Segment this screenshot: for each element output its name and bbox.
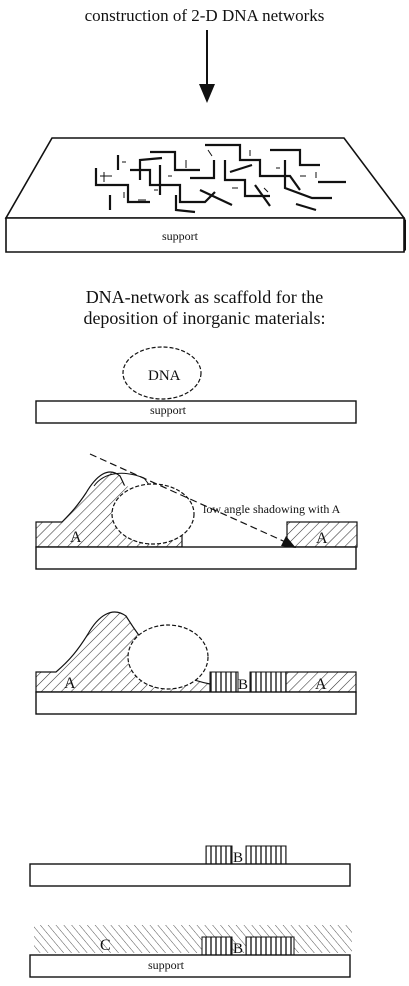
construction-title: construction of 2-D DNA networks [84,6,325,25]
support-label-1: support [162,229,199,243]
dna-network [94,143,346,214]
material-a-label-3: A [64,675,76,692]
material-b-label-3: B [233,941,243,957]
material-a-label-2: A [316,530,328,547]
material-a-label-4: A [315,676,327,693]
step-deposition-b: A B A [35,611,357,715]
network-slab: support [4,137,406,253]
step-deposition-c: C B support [29,925,352,978]
material-a-label-1: A [70,529,82,546]
scaffold-heading-line2: deposition of inorganic materials: [83,308,326,328]
support-label-2: support [150,403,187,417]
support-label-3: support [148,958,185,972]
material-b-label-2: B [233,850,243,866]
step-b-pattern: B [29,845,351,887]
scaffold-heading-line1: DNA-network as scaffold for the [85,287,324,307]
step-shadowing: A A low angle shadowing with A [35,453,358,570]
dna-label: DNA [148,368,181,384]
step-dna-on-support: DNA support [35,346,357,424]
down-arrow-icon [199,30,215,103]
shadowing-label: low angle shadowing with A [203,502,341,516]
material-c-label: C [100,937,111,954]
material-b-label-1: B [238,677,248,693]
